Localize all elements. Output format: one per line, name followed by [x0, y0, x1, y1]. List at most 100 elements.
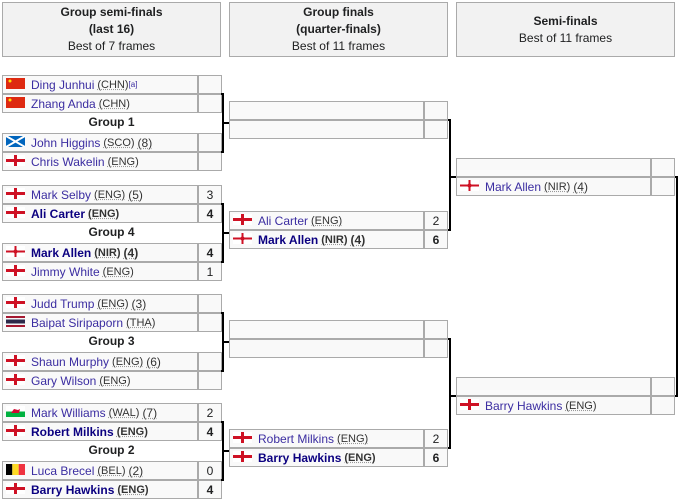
score [198, 133, 222, 152]
player-mark-allen[interactable]: Mark Allen(NIR)(4) [229, 230, 424, 249]
player-name-link[interactable]: Gary Wilson [31, 373, 97, 388]
header-format: Best of 7 frames [67, 39, 156, 53]
player-name-link[interactable]: Barry Hawkins [485, 398, 563, 413]
flag-eng-icon [6, 374, 27, 387]
player-gary-wilson[interactable]: Gary Wilson(ENG) [2, 371, 198, 390]
score [424, 101, 448, 120]
player-name-link[interactable]: Luca Brecel [31, 463, 95, 478]
flag-nir-icon [233, 233, 254, 246]
header-group-finals: Group finals(quarter-finals)Best of 11 f… [229, 2, 448, 57]
player-shaun-murphy[interactable]: Shaun Murphy(ENG)(6) [2, 352, 198, 371]
header-group-semi-finals: Group semi-finals(last 16)Best of 7 fram… [2, 2, 221, 57]
player-name-link[interactable]: Shaun Murphy [31, 354, 110, 369]
score [198, 94, 222, 113]
seed: (7) [142, 405, 158, 420]
player-ding-junhui[interactable]: Ding Junhui(CHN)[a] [2, 75, 198, 94]
player-name-link[interactable]: Mark Allen [258, 232, 319, 247]
country-code: (WAL) [108, 406, 140, 419]
country-code: (ENG) [565, 399, 597, 412]
flag-eng-icon [460, 399, 481, 412]
country-code: (NIR) [94, 246, 121, 259]
country-code: (BEL) [97, 464, 126, 477]
player-name-link[interactable]: John Higgins [31, 135, 101, 150]
flag-sco-icon [5, 135, 27, 149]
connector-line [221, 203, 229, 263]
player-baipat-siripaporn[interactable]: Baipat Siripaporn(THA) [2, 313, 198, 332]
seed: (6) [146, 354, 161, 369]
player-barry-hawkins[interactable]: Barry Hawkins(ENG) [2, 480, 198, 499]
country-code: (ENG) [99, 374, 131, 387]
player-ali-carter[interactable]: Ali Carter(ENG) [2, 204, 198, 223]
player-name-link[interactable]: Chris Wakelin [31, 154, 105, 169]
score [198, 313, 222, 332]
country-code: (ENG) [97, 297, 129, 310]
group-label: Group 3 [88, 334, 135, 348]
flag-nir-icon [6, 246, 27, 259]
player-name-link[interactable]: Ali Carter [258, 213, 309, 228]
player-name-link[interactable]: Baipat Siripaporn [31, 315, 124, 330]
player-name-link[interactable]: Robert Milkins [258, 431, 335, 446]
header-title: Group finals [303, 5, 374, 19]
connector-line [448, 338, 456, 449]
player-chris-wakelin[interactable]: Chris Wakelin(ENG) [2, 152, 198, 171]
player-mark-allen[interactable]: Mark Allen(NIR)(4) [456, 177, 651, 196]
player-mark-selby[interactable]: Mark Selby(ENG)(5) [2, 185, 198, 204]
player-barry-hawkins[interactable]: Barry Hawkins(ENG) [229, 448, 424, 467]
flag-wal-icon [6, 406, 27, 419]
country-code: (ENG) [117, 483, 149, 496]
connector-line [675, 176, 678, 397]
player-name-link[interactable]: Mark Selby [31, 187, 92, 202]
player-john-higgins[interactable]: John Higgins(SCO)(8) [2, 133, 198, 152]
player-name-link[interactable]: Judd Trump [31, 296, 95, 311]
footnote-link[interactable]: [a] [128, 80, 138, 89]
flag-eng-icon [233, 432, 254, 445]
country-code: (THA) [126, 316, 156, 329]
player-name-link[interactable]: Zhang Anda [31, 96, 96, 111]
country-code: (ENG) [116, 425, 148, 438]
player-mark-williams[interactable]: Mark Williams(WAL)(7) [2, 403, 198, 422]
score [651, 377, 675, 396]
player-name-link[interactable]: Mark Allen [485, 179, 542, 194]
flag-eng-icon [6, 188, 27, 201]
header-title: Semi-finals [533, 13, 598, 28]
seed: (4) [123, 245, 139, 260]
empty-slot [456, 158, 651, 177]
player-name-link[interactable]: Barry Hawkins [258, 450, 342, 465]
player-robert-milkins[interactable]: Robert Milkins(ENG) [2, 422, 198, 441]
player-judd-trump[interactable]: Judd Trump(ENG)(3) [2, 294, 198, 313]
country-code: (ENG) [311, 214, 343, 227]
connector-line [221, 93, 229, 153]
player-name-link[interactable]: Robert Milkins [31, 424, 114, 439]
header-format: Best of 11 frames [291, 39, 386, 53]
flag-bel-icon [6, 464, 27, 477]
flag-nir-icon [460, 180, 481, 193]
flag-eng-icon [6, 355, 27, 368]
player-barry-hawkins[interactable]: Barry Hawkins(ENG) [456, 396, 651, 415]
group-label: Group 1 [88, 115, 135, 129]
group-label: Group 2 [88, 443, 135, 457]
player-mark-allen[interactable]: Mark Allen(NIR)(4) [2, 243, 198, 262]
score [651, 158, 675, 177]
flag-eng-icon [6, 265, 27, 278]
player-jimmy-white[interactable]: Jimmy White(ENG) [2, 262, 198, 281]
player-name-link[interactable]: Jimmy White [31, 264, 100, 279]
player-name-link[interactable]: Mark Allen [31, 245, 92, 260]
score: 4 [198, 204, 222, 223]
connector-line [448, 119, 456, 231]
country-code: (CHN) [98, 97, 130, 110]
player-name-link[interactable]: Ding Junhui [31, 77, 95, 92]
flag-eng-icon [233, 214, 254, 227]
score [651, 177, 675, 196]
player-ali-carter[interactable]: Ali Carter(ENG) [229, 211, 424, 230]
empty-slot [229, 339, 424, 358]
player-luca-brecel[interactable]: Luca Brecel(BEL)(2) [2, 461, 198, 480]
player-name-link[interactable]: Barry Hawkins [31, 482, 115, 497]
score: 6 [424, 448, 448, 467]
player-name-link[interactable]: Ali Carter [31, 206, 86, 221]
player-name-link[interactable]: Mark Williams [31, 405, 106, 420]
score: 4 [198, 243, 222, 262]
player-robert-milkins[interactable]: Robert Milkins(ENG) [229, 429, 424, 448]
player-zhang-anda[interactable]: Zhang Anda(CHN) [2, 94, 198, 113]
country-code: (CHN) [97, 78, 129, 91]
empty-slot [229, 320, 424, 339]
